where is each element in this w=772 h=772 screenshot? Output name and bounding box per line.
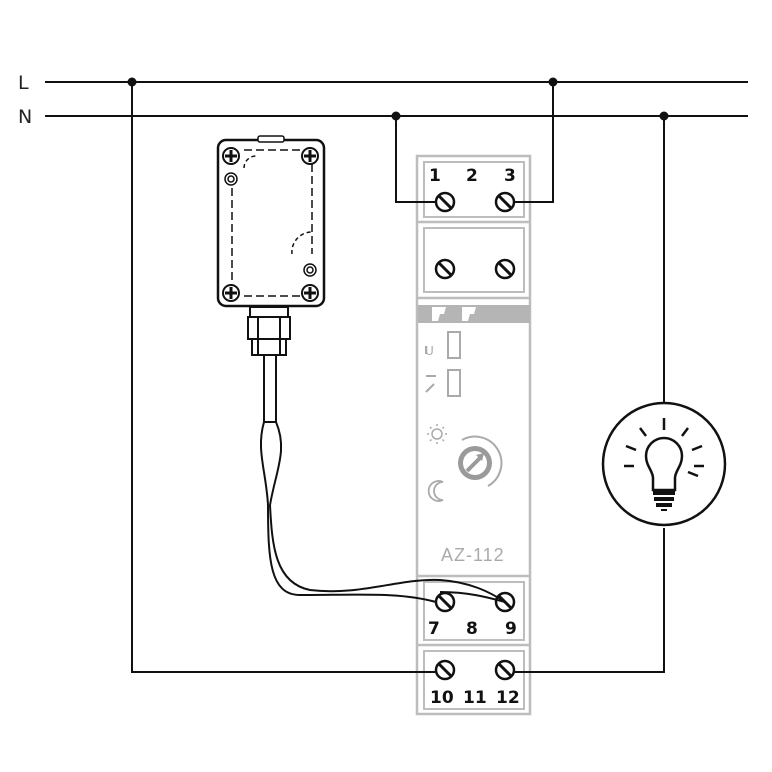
terminal-screw[interactable] — [434, 191, 456, 213]
led-power-label: U — [425, 344, 434, 358]
relay-symbol-icon — [425, 375, 436, 393]
wire-l-to-3 — [514, 82, 554, 203]
mounting-screw-icon — [222, 147, 319, 302]
brand-logo — [418, 305, 530, 323]
sensitivity-knob[interactable] — [458, 435, 503, 487]
terminal-screw[interactable] — [494, 258, 516, 280]
sensor-cable — [259, 355, 506, 603]
wire-l-to-10 — [131, 82, 436, 673]
terminal-screws — [434, 191, 516, 681]
terminal-screw[interactable] — [434, 659, 456, 681]
line-l-label: L — [18, 72, 29, 94]
relay-model-label: AZ-112 — [441, 545, 505, 565]
terminal-1-label: 1 — [429, 166, 441, 186]
terminal-screw[interactable] — [494, 659, 516, 681]
terminal-9-label: 9 — [505, 619, 517, 639]
cable-gland — [247, 306, 291, 356]
moon-icon — [427, 480, 444, 502]
wire-n-to-1 — [395, 116, 436, 203]
relay-module: U AZ-112 — [415, 154, 532, 716]
terminal-screw[interactable] — [434, 258, 456, 280]
wires — [131, 82, 665, 673]
light-sensor — [216, 135, 506, 603]
sun-icon — [427, 424, 447, 444]
relay-body — [415, 154, 532, 716]
bus-lines — [45, 81, 748, 117]
terminal-7-label: 7 — [428, 619, 440, 639]
terminal-2-label: 2 — [466, 166, 478, 186]
line-n-label: N — [18, 106, 32, 128]
led-indicators — [425, 331, 461, 397]
terminal-12-label: 12 — [496, 688, 520, 708]
terminal-numbers: 1 2 3 7 8 9 10 11 12 — [428, 166, 520, 708]
light-bulb-icon — [601, 401, 727, 527]
terminal-screw[interactable] — [434, 591, 456, 613]
wire-lamp-to-12 — [514, 528, 665, 673]
terminal-11-label: 11 — [463, 688, 487, 708]
sensor-housing — [216, 138, 326, 308]
terminal-8-label: 8 — [466, 619, 478, 639]
junction-dots — [127, 77, 669, 121]
terminal-10-label: 10 — [430, 688, 454, 708]
terminal-screw[interactable] — [494, 191, 516, 213]
terminal-3-label: 3 — [504, 166, 516, 186]
